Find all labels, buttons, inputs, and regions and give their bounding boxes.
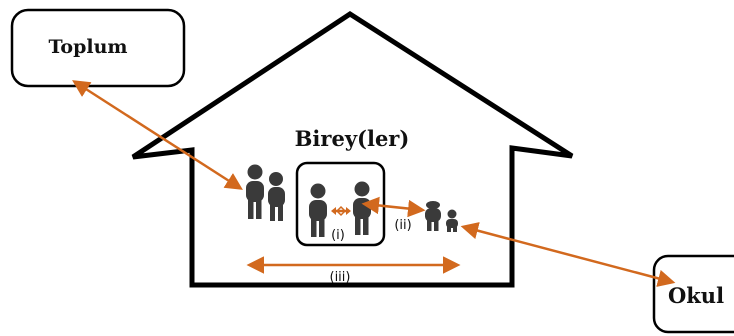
relation-i-arrow <box>331 205 351 217</box>
parent-figure-1 <box>309 183 327 237</box>
okul-box: Okul <box>652 254 734 334</box>
relation-i-label: (i) <box>331 228 345 243</box>
relation-ii-label: (ii) <box>394 218 411 233</box>
house-title: Birey(ler) <box>295 126 410 151</box>
grandparents-figures <box>246 164 285 221</box>
grandparent-figure-2 <box>268 172 285 221</box>
toplum-relation-arrow <box>72 80 243 190</box>
child-figure-2 <box>446 209 458 232</box>
okul-relation-arrow <box>460 222 676 287</box>
children-figures <box>425 201 458 232</box>
toplum-label: Toplum <box>48 36 127 58</box>
okul-label: Okul <box>668 283 724 308</box>
toplum-box: Toplum <box>10 8 186 88</box>
relation-iii-label: (iii) <box>330 270 351 285</box>
child-figure-1 <box>425 201 441 231</box>
grandparent-figure-1 <box>246 164 264 219</box>
relation-ii-arrow <box>361 196 426 218</box>
